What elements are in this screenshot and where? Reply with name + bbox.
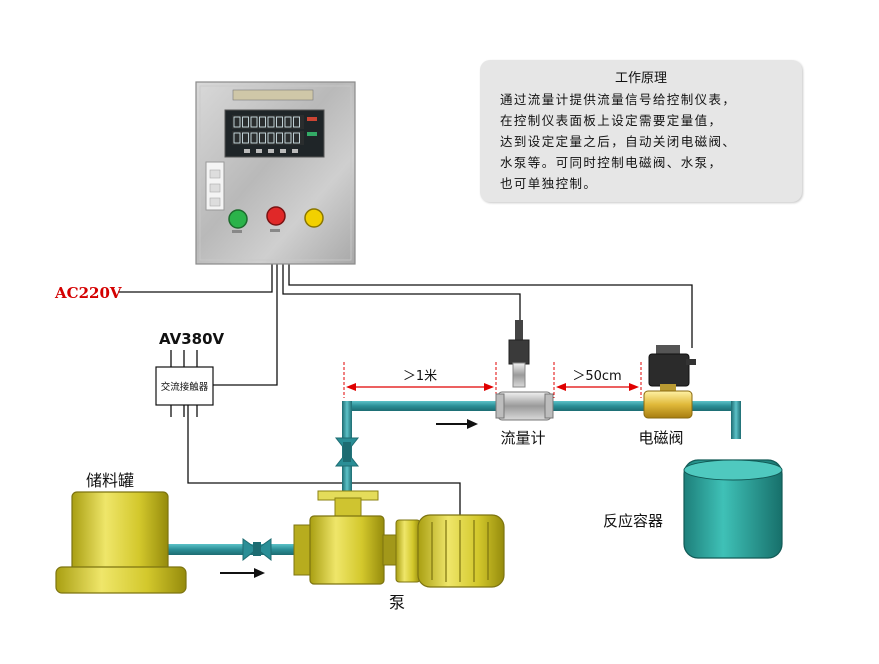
inlet-valve [242,538,272,562]
cabinet-switch [205,161,225,211]
storage-tank-label: 储料罐 [86,471,134,490]
principle-line-4: 水泵等。可同时控制电磁阀、水泵， [500,155,723,170]
storage-tank-body [55,491,187,594]
flow-arrows [220,419,478,578]
principle-line-2: 在控制仪表面板上设定需要定量值， [500,113,723,128]
contactor-label: 交流接触器 [161,381,209,393]
turbine-flowmeter [495,320,554,421]
ac220v-label: AC220V [54,284,122,302]
cabinet-nameplate [232,89,314,101]
valve-signal-wire [288,262,693,348]
flowmeter-label: 流量计 [500,429,545,447]
pump-label: 泵 [389,593,405,612]
av380v-label: AV380V [159,330,225,348]
dim-50cm-label: ＞50cm [572,369,621,384]
pump-motor [293,490,505,588]
flow-controller-display [224,109,325,158]
working-principle-title: 工作原理 [614,71,667,86]
pump-motor-wire [187,405,461,515]
pipe-inlet [168,544,300,555]
reaction-vessel-body [683,459,783,559]
yellow-button [304,208,324,228]
contactor-control-wire [213,262,278,386]
principle-line-1: 通过流量计提供流量信号给控制仪表， [500,92,737,107]
principle-line-3: 达到设定定量之后，自动关闭电磁阀、 [500,134,737,149]
dim-1m-label: ＞1米 [403,369,437,384]
diagram-labels: AC220V AV380V 流量计 电磁阀 储料罐 反应容器 泵 [54,284,684,612]
green-button [228,209,248,229]
ac220v-wire [118,262,273,293]
red-button [266,206,286,226]
riser-valve [334,437,360,467]
control-cabinet [195,81,356,265]
solenoid-valve-body [643,345,696,419]
pipe-drop [731,401,741,439]
wiring [118,262,693,515]
ac-contactor: 交流接触器 [155,366,214,406]
principle-line-5: 也可单独控制。 [500,176,598,191]
dimension-markers: ＞1米 ＞50cm [343,362,642,398]
solenoid-valve-label: 电磁阀 [638,429,683,447]
flowmeter-signal-wire [282,262,521,345]
reaction-vessel-label: 反应容器 [603,512,663,530]
working-principle-panel: 工作原理 通过流量计提供流量信号给控制仪表， 在控制仪表面板上设定需要定量值， … [480,60,802,202]
